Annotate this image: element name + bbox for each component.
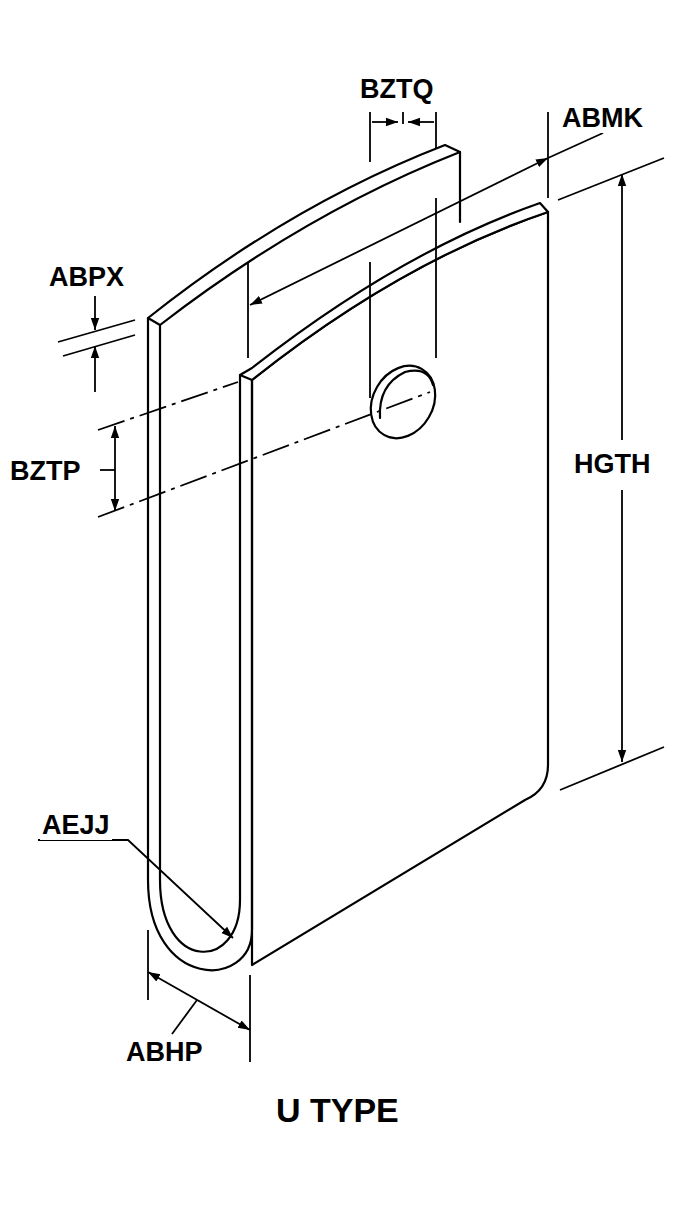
dimension-code: ABPX — [47, 263, 126, 292]
dimension-code: BZTP — [8, 457, 83, 486]
dimension-code: ABMK — [560, 104, 645, 133]
dimension-code: ABHP — [124, 1038, 205, 1067]
dimension-code: HGTH — [572, 450, 653, 479]
dimension-code: AEJJ — [40, 811, 112, 840]
figure-caption: U TYPE — [276, 1093, 399, 1127]
dimension-code: BZTQ — [358, 75, 436, 104]
